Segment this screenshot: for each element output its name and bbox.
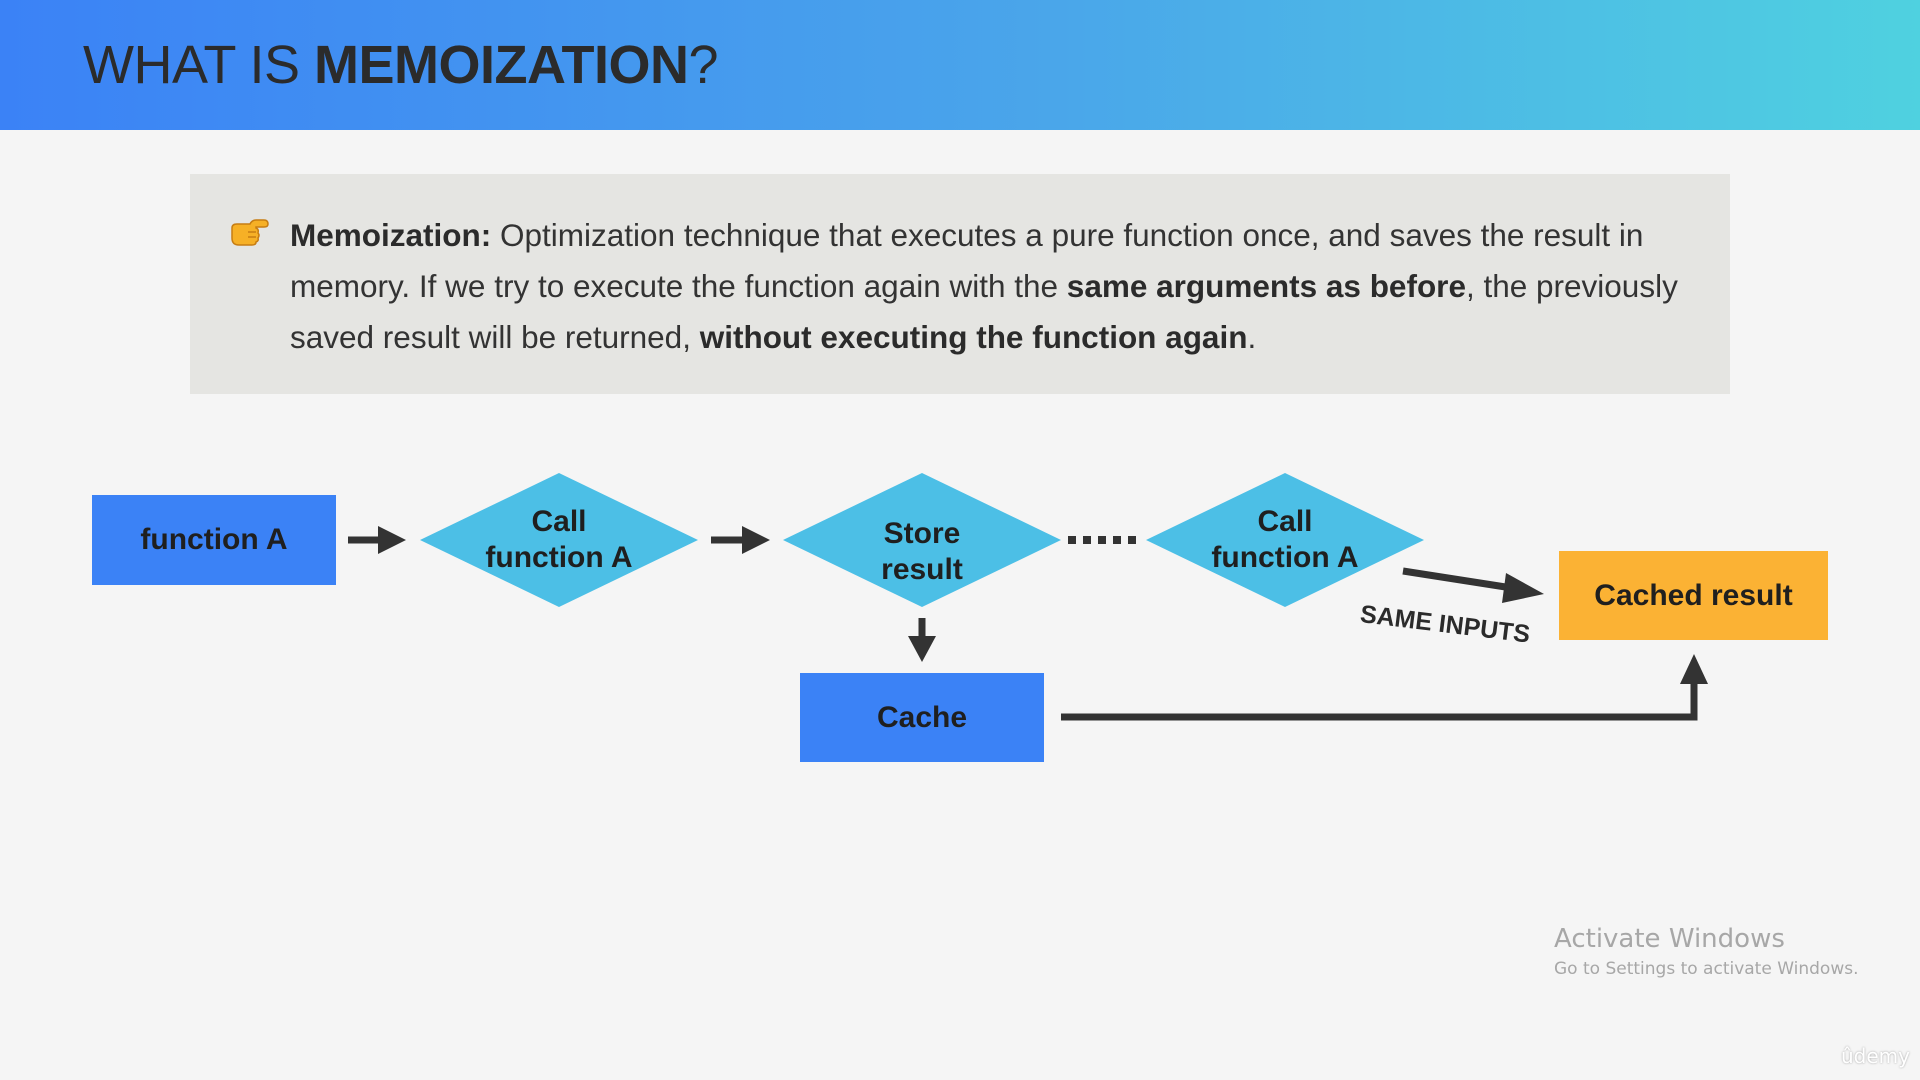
node-function-a: function A bbox=[140, 523, 288, 556]
title-prefix: WHAT IS bbox=[83, 35, 315, 95]
node-cached-result: Cached result bbox=[1594, 578, 1793, 612]
windows-activation-title: Activate Windows bbox=[1554, 924, 1785, 954]
node-call-1-shape bbox=[420, 473, 698, 607]
definition-text-3: . bbox=[1247, 319, 1257, 355]
arrow-store-to-cache bbox=[908, 618, 936, 662]
node-call-function-a-1: Call function A bbox=[485, 505, 633, 574]
definition-text-2: , the previously saved result will be re… bbox=[290, 268, 1678, 355]
node-call-function-a-2: Call function A bbox=[1211, 505, 1359, 574]
definition-text-1: Optimization technique that executes a p… bbox=[290, 217, 1644, 304]
title-bold: MEMOIZATION bbox=[314, 35, 689, 95]
arrow-cache-to-cached bbox=[1061, 654, 1708, 721]
node-store-shape bbox=[783, 473, 1061, 607]
windows-activation-subtitle: Go to Settings to activate Windows. bbox=[1554, 959, 1859, 979]
page-title: WHAT IS MEMOIZATION? bbox=[83, 34, 719, 96]
node-cache-shape bbox=[800, 673, 1044, 762]
brand-watermark: ûdemy bbox=[1841, 1044, 1910, 1068]
arrow-function-to-call bbox=[348, 526, 406, 554]
arrow-call-to-cached bbox=[1402, 567, 1544, 603]
node-cached-result-shape bbox=[1559, 551, 1828, 640]
definition-text: Memoization: Optimization technique that… bbox=[290, 210, 1710, 363]
definition-bold-2: without executing the function again bbox=[699, 319, 1248, 355]
node-cache: Cache bbox=[876, 700, 968, 734]
title-suffix: ? bbox=[688, 35, 719, 95]
dotted-connector bbox=[1068, 536, 1136, 544]
node-function-a-shape bbox=[92, 495, 336, 585]
definition-term: Memoization: bbox=[290, 217, 492, 253]
arrow-call-to-store bbox=[711, 526, 770, 554]
pointing-right-hand-icon bbox=[231, 219, 269, 246]
definition-bold-1: same arguments as before bbox=[1066, 268, 1466, 304]
node-call-2-shape bbox=[1146, 473, 1424, 607]
node-store-result: Store result bbox=[881, 517, 963, 586]
header-banner: WHAT IS MEMOIZATION? bbox=[0, 0, 1920, 130]
definition-box: Memoization: Optimization technique that… bbox=[190, 174, 1730, 394]
